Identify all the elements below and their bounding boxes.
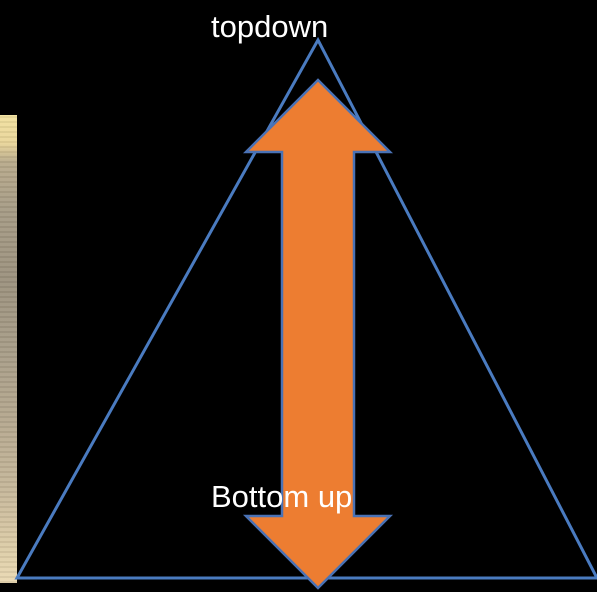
label-topdown: topdown: [211, 9, 329, 44]
photo-fragment-image: [0, 115, 17, 583]
double-headed-arrow: [242, 78, 394, 590]
label-bottom-up: Bottom up: [211, 479, 353, 514]
